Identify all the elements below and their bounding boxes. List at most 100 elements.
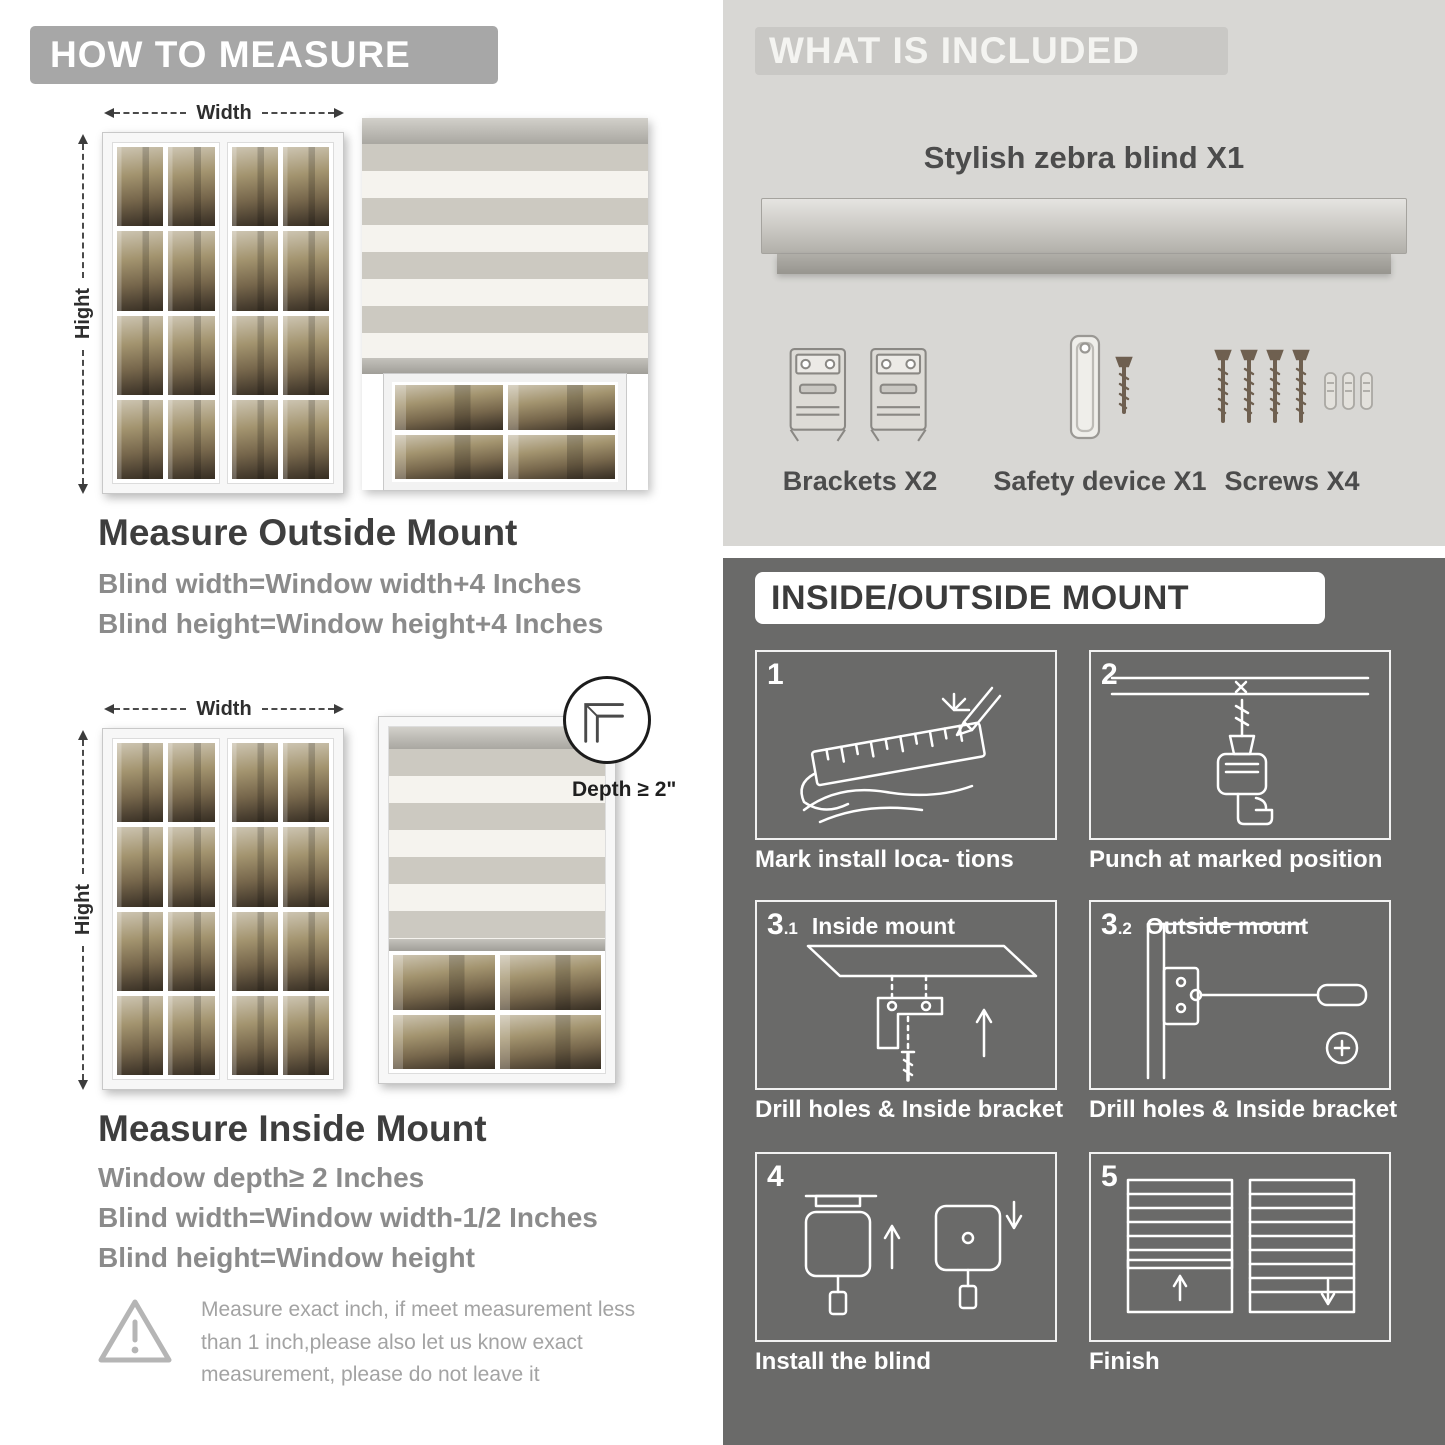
how-to-measure-header: HOW TO MEASURE: [30, 26, 498, 84]
dashed-line: [261, 112, 335, 114]
what-is-included-header: WHAT IS INCLUDED: [755, 27, 1228, 75]
arrow-left-icon: [104, 108, 114, 118]
step-5-panel: 5: [1089, 1152, 1391, 1342]
step-4-caption: Install the blind: [755, 1348, 932, 1375]
height-arrow: Hight: [72, 134, 94, 494]
step-2-caption: Punch at marked position: [1089, 846, 1383, 873]
depth-detail-circle: [563, 676, 651, 764]
blind-headrail: [362, 118, 648, 144]
arrow-down-icon: [78, 1080, 88, 1090]
step-3-1-illustration inside-bracket-icon: [806, 944, 1038, 1082]
warning-text: Measure exact inch, if meet measurement …: [201, 1298, 636, 1387]
zebra-blind-headrail-illustration: [761, 198, 1407, 254]
window-below-blind: [383, 373, 627, 491]
warning-triangle-icon: [98, 1299, 172, 1363]
measure-warning: Measure exact inch, if meet measurement …: [95, 1292, 665, 1392]
step-5-illustration finish-icon: [1126, 1178, 1356, 1314]
blind-fabric: [389, 749, 605, 939]
safety-device-label: Safety device X1: [993, 466, 1207, 496]
blind-fabric: [362, 144, 648, 358]
window-illustration: [102, 728, 344, 1090]
screws-icon: [1214, 349, 1373, 423]
brackets-label: Brackets X2: [782, 466, 938, 496]
blind-headrail: [389, 727, 605, 749]
outside-mount-title: Measure Outside Mount: [98, 512, 518, 553]
step-5-number: 5: [1101, 1160, 1118, 1193]
window-sash: [226, 142, 334, 484]
inside-measure-diagram: Width Hight: [72, 697, 345, 1090]
inside-mount-line-2: Blind width=Window width-1/2 Inches: [98, 1202, 598, 1233]
window-illustration: [102, 132, 344, 494]
arrow-down-icon: [78, 484, 88, 494]
width-arrow: Width: [104, 697, 345, 720]
dashed-line: [114, 708, 187, 710]
inside-mount-line-3: Blind height=Window height: [98, 1242, 475, 1273]
dashed-line: [82, 144, 84, 279]
step-4-number: 4: [767, 1160, 784, 1193]
safety-device-icon: [1069, 334, 1133, 440]
inside-mount-line-1: Window depth≥ 2 Inches: [98, 1162, 425, 1193]
blind-bottomrail: [362, 358, 648, 374]
brackets-icon: [789, 348, 927, 442]
window-corner-icon: [584, 703, 624, 743]
step-3-2-number: 3: [1101, 908, 1118, 941]
width-label: Width: [196, 101, 252, 124]
screws-label: Screws X4: [1224, 466, 1360, 496]
step-3-2-sub: .2: [1117, 919, 1132, 938]
height-label: Hight: [71, 288, 94, 340]
what-is-included-section: WHAT IS INCLUDED Stylish zebra blind X1: [723, 0, 1445, 546]
dashed-line: [82, 740, 84, 875]
step-1-caption: Mark install loca- tions: [755, 846, 1014, 873]
width-label: Width: [196, 697, 252, 720]
step-3-1-title: Inside mount: [811, 913, 955, 939]
step-3-2-panel: 3.2 Outside mount: [1089, 900, 1391, 1090]
outside-mount-line-1: Blind width=Window width+4 Inches: [98, 568, 582, 599]
depth-label: Depth ≥ 2": [572, 778, 677, 801]
dashed-line: [114, 112, 187, 114]
inside-mount-blind-illustration: [378, 716, 616, 1084]
mount-guide-header: INSIDE/OUTSIDE MOUNT: [755, 572, 1325, 624]
step-1-illustration mark-location-icon: [800, 686, 1002, 824]
how-to-measure-header-label: HOW TO MEASURE: [50, 34, 411, 75]
product-label: Stylish zebra blind X1: [923, 140, 1245, 175]
outside-measure-diagram: Width Hight: [72, 101, 345, 494]
step-3-1-number: 3: [767, 908, 784, 941]
what-is-included-header-label: WHAT IS INCLUDED: [769, 30, 1140, 71]
arrow-up-icon: [78, 730, 88, 740]
step-5-caption: Finish: [1089, 1348, 1160, 1375]
zebra-blind-headrail-lip: [777, 254, 1391, 274]
arrow-left-icon: [104, 704, 114, 714]
inside-mount-title: Measure Inside Mount: [98, 1108, 487, 1149]
step-3-1-caption: Drill holes & Inside bracket: [755, 1096, 1064, 1123]
dashed-line: [82, 945, 84, 1080]
step-3-2-title: Outside mount: [1145, 913, 1309, 939]
mount-guide-section: INSIDE/OUTSIDE MOUNT 1: [723, 558, 1445, 1445]
step-3-1-panel: 3.1 Inside mount: [755, 900, 1057, 1090]
step-4-illustration install-blind-icon: [804, 1194, 1023, 1316]
step-2-number: 2: [1101, 658, 1118, 691]
dashed-line: [82, 349, 84, 484]
window-sash: [112, 738, 220, 1080]
height-arrow: Hight: [72, 730, 94, 1090]
width-arrow: Width: [104, 101, 345, 124]
step-1-panel: 1: [755, 650, 1057, 840]
arrow-up-icon: [78, 134, 88, 144]
step-1-number: 1: [767, 658, 784, 691]
outside-mount-blind-illustration: [362, 118, 648, 491]
arrow-right-icon: [334, 108, 345, 118]
step-3-1-sub: .1: [783, 919, 798, 938]
outside-mount-line-2: Blind height=Window height+4 Inches: [98, 608, 604, 639]
window-sash: [112, 142, 220, 484]
step-3-2-caption: Drill holes & Inside bracket: [1089, 1096, 1398, 1123]
blind-bottomrail: [389, 939, 605, 951]
mount-guide-header-label: INSIDE/OUTSIDE MOUNT: [771, 579, 1190, 617]
arrow-right-icon: [334, 704, 345, 714]
dashed-line: [261, 708, 335, 710]
step-2-panel: 2: [1089, 650, 1391, 840]
window-panes: [389, 951, 605, 1073]
window-sash: [226, 738, 334, 1080]
height-label: Hight: [71, 884, 94, 936]
step-3-2-illustration outside-bracket-icon: [1146, 922, 1368, 1080]
step-2-illustration drill-icon: [1110, 676, 1370, 826]
